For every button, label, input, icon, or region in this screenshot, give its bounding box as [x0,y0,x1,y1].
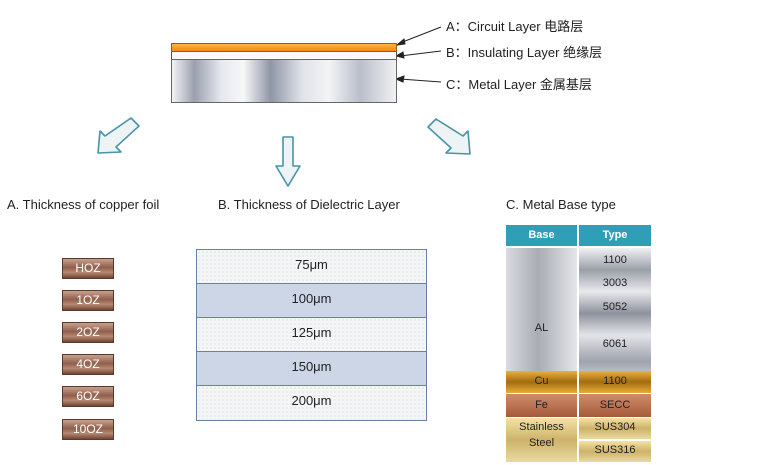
leader-line-a [399,26,442,44]
insulating-layer [171,52,397,59]
base-label-stainless: Stainless [519,421,564,433]
copper-foil-swatch: HOZ [62,258,114,279]
dielectric-row: 125μm [197,318,426,352]
base-cell-al: AL [506,248,577,393]
copper-foil-swatch: 10OZ [62,419,114,440]
copper-foil-swatch: 4OZ [62,354,114,375]
base-label-fe: Fe [535,399,548,411]
label-circuit-layer: A：Circuit Layer 电路层 [446,19,584,34]
dielectric-thickness-table: 75μm 100μm 125μm 150μm 200μm [196,249,427,421]
type-label: SECC [599,399,631,411]
circuit-layer [171,43,397,52]
copper-foil-swatch: 6OZ [62,386,114,407]
title-metal-base: C. Metal Base type [506,197,616,212]
type-label: 1100 [603,254,627,266]
base-label-cu: Cu [534,375,549,387]
copper-foil-swatch: 2OZ [62,322,114,343]
type-cell-sus304: SUS304 [579,418,651,439]
title-dielectric: B. Thickness of Dielectric Layer [218,197,400,212]
type-label: 3003 [602,277,628,289]
leader-line-b [399,50,442,57]
header-base: Base [506,225,577,246]
metal-layer [171,59,397,103]
metal-base-table: Base Type AL 1100 3003 5052 6061 Cu 1100… [506,225,651,462]
type-cell-al: 1100 3003 5052 6061 [579,248,651,393]
type-cell-cu: 1100 [579,371,651,393]
dielectric-row: 100μm [197,284,426,318]
header-type: Type [579,225,651,246]
leader-arrowhead-a [395,38,406,46]
leader-arrowhead-c [394,75,405,83]
leader-line-c [399,78,442,83]
type-label: 6061 [602,338,628,350]
type-label: SUS304 [594,421,636,433]
dielectric-row: 150μm [197,352,426,386]
type-cell-fe: SECC [579,394,651,417]
type-label: 1100 [603,375,627,387]
title-copper-foil: A. Thickness of copper foil [7,197,160,212]
base-cell-stainless: Stainless Steel [506,418,577,462]
base-cell-fe: Fe [506,394,577,417]
base-label-steel: Steel [528,437,555,449]
type-cell-sus316: SUS316 [579,441,651,462]
type-label: 5052 [602,301,628,313]
base-cell-cu: Cu [506,371,577,393]
arrow-to-metal-icon [427,118,471,155]
arrow-to-copper-icon [97,117,140,154]
dielectric-row: 200μm [197,386,426,420]
label-leader-lines [394,26,442,83]
label-metal-layer: C：Metal Layer 金属基层 [446,77,592,92]
base-label-al: AL [534,322,549,334]
layer-stack-diagram [171,43,397,103]
arrow-to-dielectric-icon [275,136,301,187]
dielectric-row: 75μm [197,250,426,284]
label-insulating-layer: B：Insulating Layer 绝缘层 [446,45,603,60]
copper-foil-swatch: 1OZ [62,290,114,311]
type-label: SUS316 [594,444,636,456]
leader-arrowhead-b [394,51,405,59]
